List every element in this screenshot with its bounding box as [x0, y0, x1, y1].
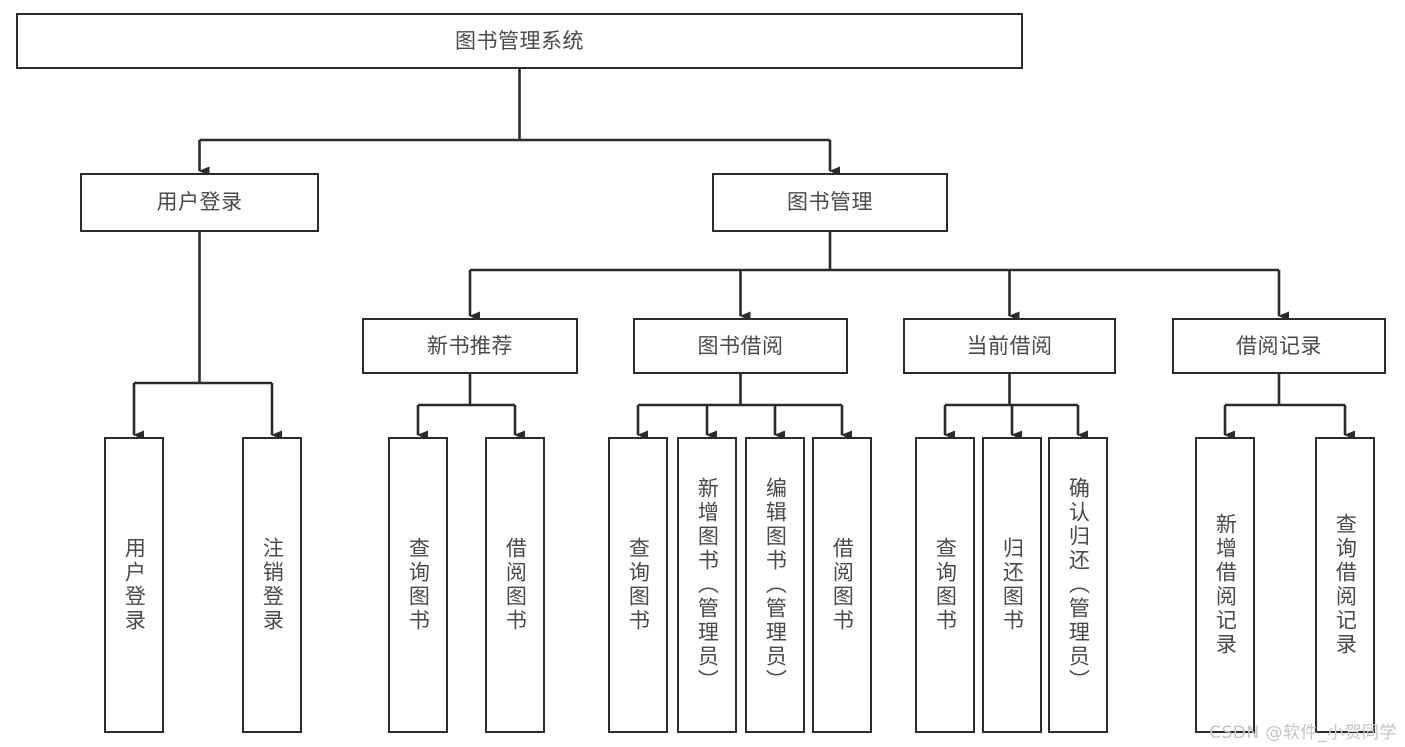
level3-node-box[interactable]: 借阅记录 — [1172, 318, 1386, 374]
level3-node-label: 新书推荐 — [427, 333, 513, 358]
level3-node-box[interactable]: 图书借阅 — [633, 318, 848, 374]
root-node-label: 图书管理系统 — [455, 28, 584, 53]
leaf-node-label: 新增借阅记录 — [1213, 513, 1238, 657]
level3-node-label: 图书借阅 — [697, 333, 784, 358]
leaf-node-label: 查询图书 — [626, 537, 651, 633]
leaf-node-label: 查询图书 — [933, 537, 958, 633]
leaf-node-box[interactable]: 编辑图书（管理员） — [745, 437, 805, 733]
leaf-node-box[interactable]: 归还图书 — [982, 437, 1042, 733]
leaf-node-label: 注销登录 — [260, 537, 285, 633]
level3-node-box[interactable]: 当前借阅 — [903, 318, 1116, 374]
leaf-node-box[interactable]: 借阅图书 — [485, 437, 545, 733]
level3-node-label: 当前借阅 — [966, 333, 1053, 358]
leaf-node-label: 确认归还（管理员） — [1066, 477, 1091, 693]
level3-node-box[interactable]: 新书推荐 — [362, 318, 578, 374]
leaf-node-box[interactable]: 查询借阅记录 — [1315, 437, 1375, 733]
leaf-node-box[interactable]: 注销登录 — [242, 437, 302, 733]
leaf-node-label: 归还图书 — [1000, 537, 1025, 633]
root-node-box[interactable]: 图书管理系统 — [16, 13, 1023, 69]
level2-node-box[interactable]: 用户登录 — [80, 173, 319, 232]
leaf-node-label: 借阅图书 — [503, 537, 528, 633]
level2-node-label: 用户登录 — [156, 190, 243, 215]
leaf-node-box[interactable]: 查询图书 — [388, 437, 448, 733]
level2-node-label: 图书管理 — [787, 190, 873, 215]
leaf-node-box[interactable]: 新增借阅记录 — [1195, 437, 1255, 733]
level3-node-label: 借阅记录 — [1236, 333, 1322, 358]
leaf-node-label: 编辑图书（管理员） — [763, 477, 788, 693]
leaf-node-label: 查询图书 — [406, 537, 431, 633]
connector-lines — [132, 69, 1355, 440]
leaf-node-label: 查询借阅记录 — [1333, 513, 1358, 657]
leaf-node-box[interactable]: 用户登录 — [104, 437, 164, 733]
leaf-node-label: 用户登录 — [122, 537, 147, 633]
leaf-node-box[interactable]: 借阅图书 — [812, 437, 872, 733]
leaf-node-box[interactable]: 查询图书 — [915, 437, 975, 733]
leaf-node-box[interactable]: 新增图书（管理员） — [677, 437, 737, 733]
leaf-node-label: 借阅图书 — [830, 537, 855, 633]
leaf-node-box[interactable]: 确认归还（管理员） — [1048, 437, 1108, 733]
leaf-node-box[interactable]: 查询图书 — [608, 437, 668, 733]
leaf-node-label: 新增图书（管理员） — [695, 477, 720, 693]
level2-node-box[interactable]: 图书管理 — [712, 173, 948, 232]
